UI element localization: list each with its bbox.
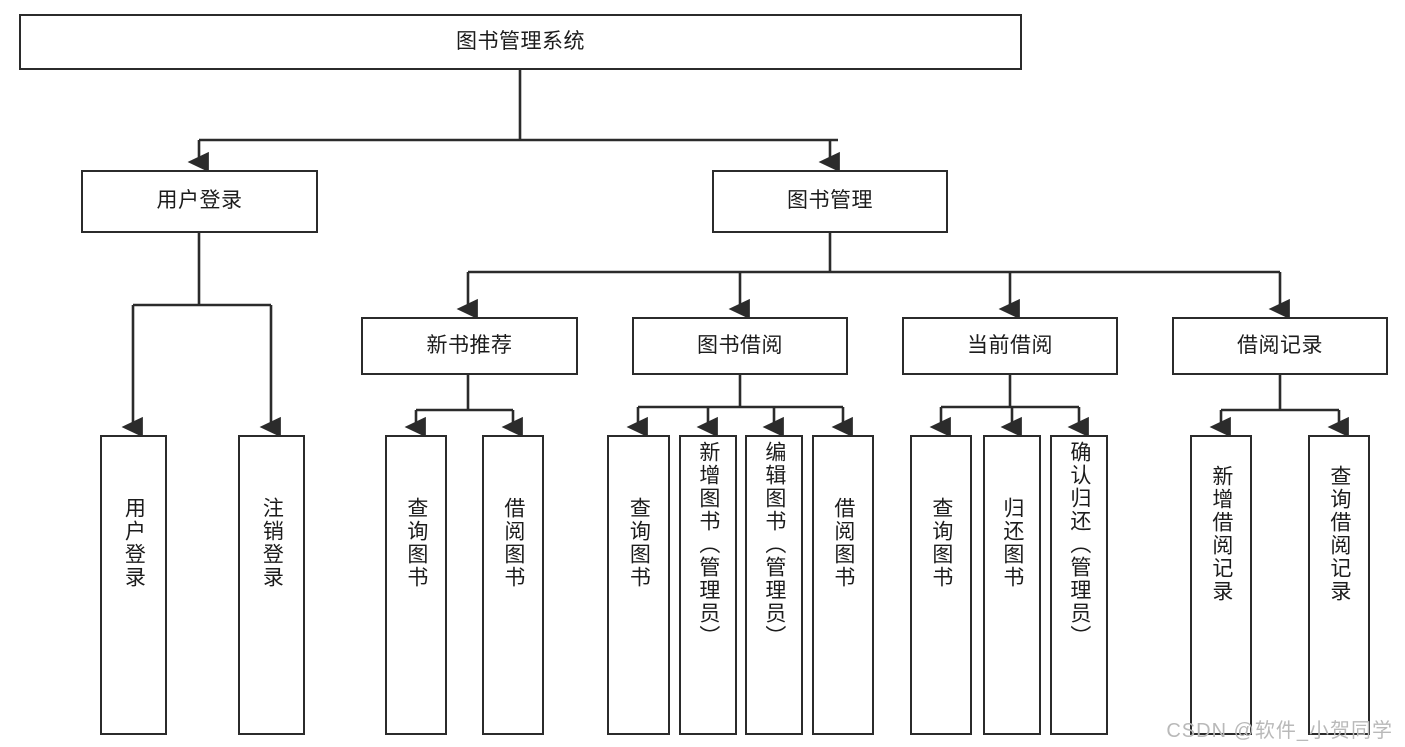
node-leaf-edit-book[interactable]: 编辑图书（管理员） <box>745 435 803 735</box>
node-current-borrow[interactable]: 当前借阅 <box>902 317 1118 375</box>
node-user-login[interactable]: 用户登录 <box>81 170 318 233</box>
node-leaf-borrow-book-2-label: 借阅图书 <box>831 497 855 589</box>
node-new-book-rec-label: 新书推荐 <box>426 333 513 357</box>
node-leaf-confirm-return-label: 确认归还（管理员） <box>1067 441 1091 648</box>
node-leaf-add-book[interactable]: 新增图书（管理员） <box>679 435 737 735</box>
node-leaf-query-book-3[interactable]: 查询图书 <box>910 435 972 735</box>
node-leaf-query-book-1[interactable]: 查询图书 <box>385 435 447 735</box>
node-leaf-borrow-book-2[interactable]: 借阅图书 <box>812 435 874 735</box>
node-user-login-label: 用户登录 <box>156 189 243 213</box>
node-leaf-query-record-label: 查询借阅记录 <box>1327 465 1351 603</box>
node-leaf-query-book-2[interactable]: 查询图书 <box>607 435 670 735</box>
node-root[interactable]: 图书管理系统 <box>19 14 1022 70</box>
node-leaf-query-book-2-label: 查询图书 <box>627 497 651 589</box>
node-leaf-return-book[interactable]: 归还图书 <box>983 435 1041 735</box>
node-leaf-logout-label: 注销登录 <box>260 497 284 589</box>
node-leaf-return-book-label: 归还图书 <box>1000 497 1024 589</box>
node-leaf-query-record[interactable]: 查询借阅记录 <box>1308 435 1370 735</box>
node-leaf-confirm-return[interactable]: 确认归还（管理员） <box>1050 435 1108 735</box>
node-leaf-borrow-book-1-label: 借阅图书 <box>501 497 525 589</box>
node-leaf-add-record-label: 新增借阅记录 <box>1209 465 1233 603</box>
csdn-watermark: CSDN @软件_小贺同学 <box>1166 720 1393 742</box>
node-book-manage[interactable]: 图书管理 <box>712 170 948 233</box>
node-leaf-user-login[interactable]: 用户登录 <box>100 435 167 735</box>
node-leaf-add-record[interactable]: 新增借阅记录 <box>1190 435 1252 735</box>
node-leaf-borrow-book-1[interactable]: 借阅图书 <box>482 435 544 735</box>
node-borrow-record-label: 借阅记录 <box>1237 333 1323 357</box>
node-leaf-edit-book-label: 编辑图书（管理员） <box>762 441 786 648</box>
node-leaf-add-book-label: 新增图书（管理员） <box>696 441 720 648</box>
node-current-borrow-label: 当前借阅 <box>967 333 1053 357</box>
node-leaf-query-book-3-label: 查询图书 <box>929 497 953 589</box>
node-leaf-user-login-label: 用户登录 <box>122 497 146 589</box>
node-root-label: 图书管理系统 <box>456 29 585 53</box>
node-book-borrow[interactable]: 图书借阅 <box>632 317 848 375</box>
node-new-book-rec[interactable]: 新书推荐 <box>361 317 578 375</box>
node-leaf-query-book-1-label: 查询图书 <box>404 497 428 589</box>
node-leaf-logout[interactable]: 注销登录 <box>238 435 305 735</box>
node-borrow-record[interactable]: 借阅记录 <box>1172 317 1388 375</box>
node-book-borrow-label: 图书借阅 <box>697 333 783 357</box>
node-book-manage-label: 图书管理 <box>787 189 873 213</box>
